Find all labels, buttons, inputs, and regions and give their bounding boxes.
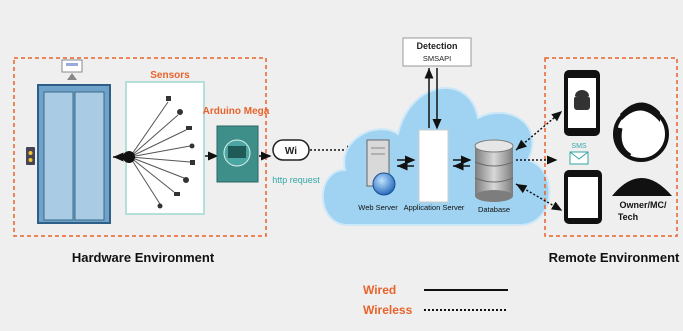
detection-label: Detection: [416, 41, 457, 51]
tech-label: Tech: [618, 212, 638, 222]
owner-label: Owner/MC/: [619, 200, 667, 210]
legend: Wired Wireless: [363, 283, 508, 317]
app-db-arrows: [453, 155, 472, 171]
sensor-junction-icon: [113, 151, 135, 163]
database-device-links: [515, 111, 563, 211]
remote-environment-box: [544, 57, 678, 237]
web-app-arrows: [397, 155, 416, 171]
application-server-label: Application Server: [404, 203, 465, 212]
arduino-mega-icon: Arduino Mega: [203, 106, 270, 183]
sensors-label: Sensors: [150, 70, 190, 81]
remote-environment-title: Remote Environment: [549, 250, 680, 265]
owner-person-icon: [612, 102, 672, 196]
detection-smsapi-box: Detection SMSAPI: [402, 37, 472, 67]
application-server-icon: [418, 129, 449, 203]
http-request-label: http request: [272, 175, 320, 185]
sensors-panel: Sensors: [125, 70, 205, 215]
wifi-icon: Wi: [272, 139, 310, 161]
sms-label: SMS: [571, 143, 587, 150]
svg-text:Wi: Wi: [285, 146, 297, 157]
database-label: Database: [478, 205, 510, 214]
legend-wired-label: Wired: [363, 283, 396, 297]
hardware-environment-box: [13, 57, 267, 237]
hardware-environment-title: Hardware Environment: [72, 250, 215, 265]
web-server-icon: [366, 139, 396, 196]
database-icon: [474, 139, 514, 202]
smsapi-label: SMSAPI: [423, 54, 451, 63]
sms-envelope-icon: SMS: [569, 143, 589, 165]
elevator-icon: [26, 59, 111, 224]
android-phone-icon: [564, 70, 600, 136]
legend-wireless-label: Wireless: [363, 303, 413, 317]
web-server-label: Web Server: [358, 203, 398, 212]
tablet-icon: [564, 170, 602, 224]
arduino-label: Arduino Mega: [203, 106, 270, 117]
